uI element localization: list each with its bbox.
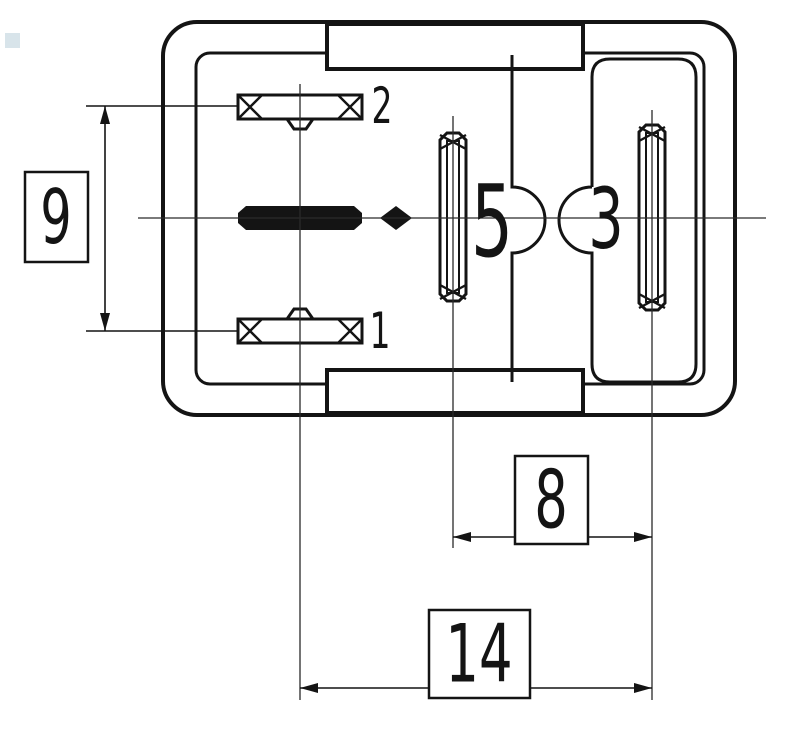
pin-number-labels: 2 1 5 3 [370,77,624,360]
dim9-arrow-up [100,106,110,124]
dim14-arrow-right [634,683,652,693]
pin1-blade-hatch [237,318,363,344]
dim8-label-box [513,454,590,546]
divider-left-with-boss [510,55,547,382]
dim14-arrow-left [300,683,318,693]
bottom-mount-tab [325,368,585,415]
pin2-blade-hatch [237,94,363,120]
screen-artifact [5,33,20,48]
pin5-label: 5 [471,163,513,280]
dim14-label-box [427,608,532,700]
pin1-label: 1 [370,302,391,360]
pin2-label: 2 [372,77,393,135]
dim8-label: 8 [534,453,568,546]
dim9-label: 9 [40,173,71,260]
centerlines [138,84,766,700]
dim8-arrow-right [634,532,652,542]
pin3-label: 3 [588,170,623,268]
dimension-8: 8 [453,453,652,547]
dim14-label: 14 [445,607,512,700]
dim9-arrow-down [100,313,110,331]
dim8-arrow-left [453,532,471,542]
dim9-label-box [23,170,90,264]
top-mount-tab [325,22,585,71]
dimension-9: 9 [23,105,238,332]
dimension-14: 14 [300,607,652,701]
